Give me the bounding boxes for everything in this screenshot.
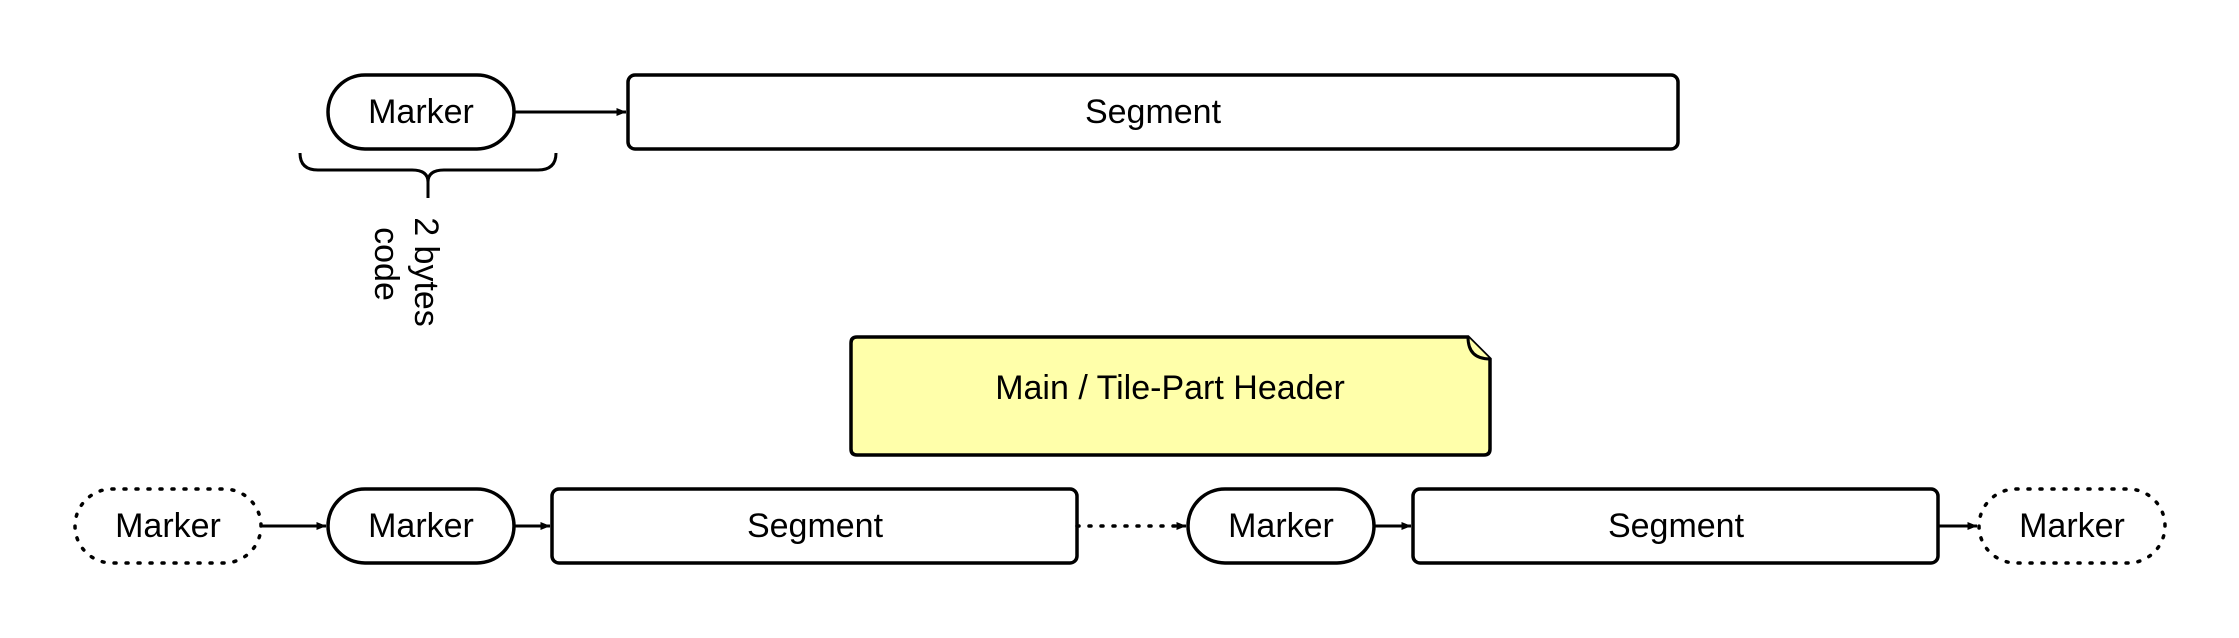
optional-end-marker-label: Marker: [2019, 507, 2125, 545]
bottom-segment-2-label: Segment: [1608, 507, 1745, 545]
top-marker: Marker: [326, 73, 516, 151]
optional-start-marker-label: Marker: [115, 507, 221, 545]
optional-end-marker: Marker: [1977, 487, 2167, 565]
brace-line-1: 2 bytes: [407, 217, 445, 327]
bottom-segment-1-label: Segment: [747, 507, 884, 545]
optional-start-marker: Marker: [73, 487, 263, 565]
brace-annotation: 2 bytes code: [367, 217, 445, 327]
bottom-segment-1: Segment: [550, 487, 1079, 565]
bottom-marker-1: Marker: [326, 487, 516, 565]
bottom-marker-2: Marker: [1186, 487, 1376, 565]
bottom-segment-2: Segment: [1411, 487, 1940, 565]
top-marker-label: Marker: [368, 93, 474, 131]
top-segment-label: Segment: [1085, 93, 1222, 131]
top-segment: Segment: [626, 73, 1680, 151]
brace-line-2: code: [367, 227, 405, 301]
brace-icon: [298, 152, 558, 198]
bottom-marker-1-label: Marker: [368, 507, 474, 545]
header-note: Main / Tile-Part Header: [849, 335, 1492, 457]
bottom-marker-2-label: Marker: [1228, 507, 1334, 545]
note-label: Main / Tile-Part Header: [995, 369, 1345, 407]
